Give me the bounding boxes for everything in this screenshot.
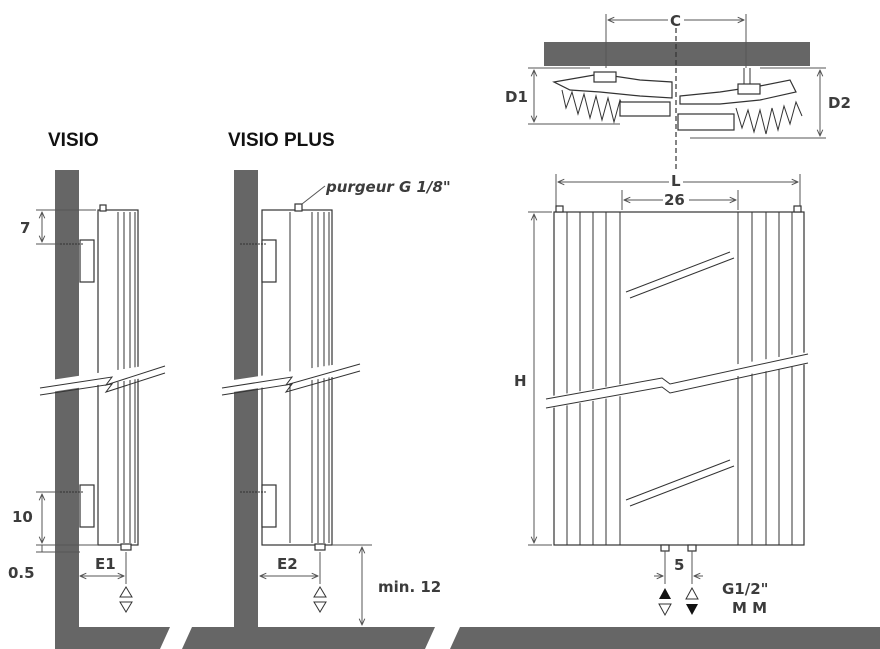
visio-plus-bottom-bracket [261, 484, 277, 528]
top-dim-d2: D2 [828, 94, 851, 112]
top-dim-c: C [670, 12, 681, 30]
bleeder-note: purgeur G 1/8" [325, 178, 451, 196]
front-dim-5: 5 [674, 556, 684, 574]
bleeder-valve [294, 203, 303, 212]
top-view: C D1 D2 [505, 12, 851, 180]
visio-plus-dim-e2: E2 [277, 555, 298, 573]
front-dim-26: 26 [664, 191, 685, 209]
visio-dim-e1: E1 [95, 555, 116, 573]
visio-dim-7: 7 [20, 219, 30, 237]
visio-plus-top-bracket [261, 239, 277, 283]
visio-dim-05: 0.5 [8, 564, 35, 582]
visio-bottom-bracket [79, 484, 95, 528]
front-dim-h: H [514, 372, 527, 390]
visio-dim-10: 10 [12, 508, 33, 526]
front-view: L 26 [514, 172, 809, 617]
flow-outline-arrows-icon [313, 586, 327, 613]
visio-side-view: VISIO 7 10 0.5 E1 [8, 130, 170, 640]
visio-plus-title: VISIO PLUS [228, 130, 335, 151]
top-view-profile-right [677, 68, 803, 135]
visio-wall [55, 170, 79, 640]
visio-plus-wall [234, 170, 258, 640]
top-dim-d1: D1 [505, 88, 528, 106]
floor [55, 627, 880, 649]
connection-type: M M [732, 599, 767, 617]
visio-title: VISIO [48, 130, 99, 151]
front-glass-panel [625, 251, 735, 507]
connection-thread: G1/2" [722, 580, 768, 598]
flow-outline-arrows-icon [119, 586, 133, 613]
visio-top-bracket [79, 239, 95, 283]
flow-filled-arrows-icon [658, 586, 699, 617]
visio-plus-dim-min12: min. 12 [378, 578, 441, 596]
top-view-wall [544, 42, 810, 66]
visio-plus-side-view: VISIO PLUS purgeur G 1/8" E2 min. 12 [220, 130, 451, 640]
front-left-fins [566, 212, 621, 545]
front-dim-l: L [671, 172, 681, 190]
top-view-profile-left [552, 71, 673, 124]
